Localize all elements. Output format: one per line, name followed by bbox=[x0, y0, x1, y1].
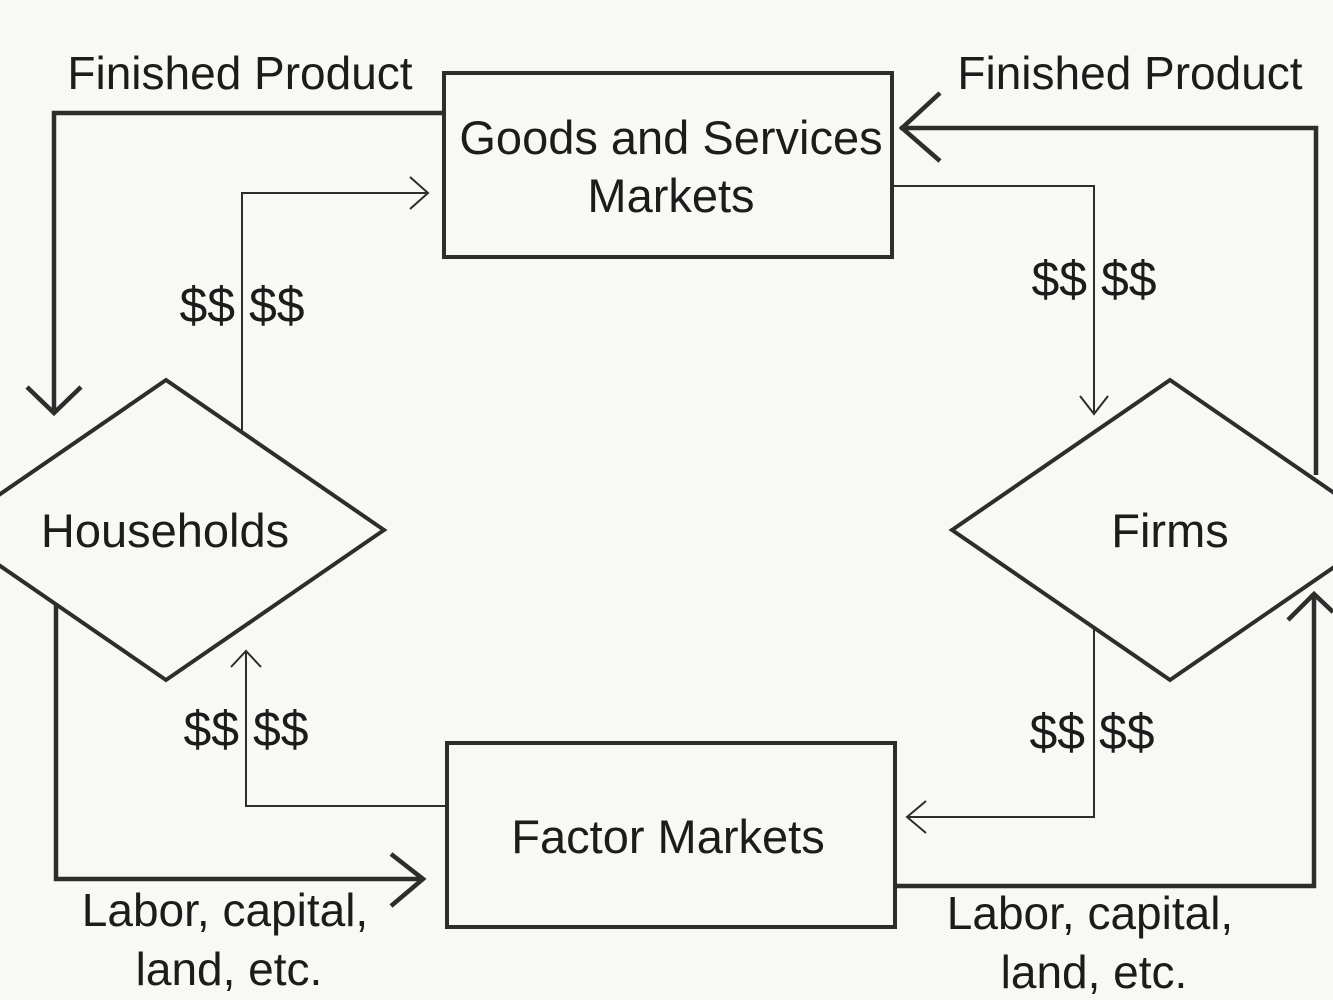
goods-services-markets-node: Goods and Services Markets bbox=[442, 71, 894, 259]
labor-left-label-line1: Labor, capital, bbox=[82, 884, 368, 936]
finished-product-to-households-arrow bbox=[25, 110, 444, 417]
households-label: Households bbox=[41, 504, 289, 557]
money-firms-to-factor-label: $$ $$ bbox=[1029, 704, 1154, 760]
money-factor-to-households-label: $$ $$ bbox=[183, 701, 308, 757]
labor-right-label-line2: land, etc. bbox=[1001, 946, 1188, 998]
firms-label: Firms bbox=[1111, 504, 1228, 557]
goods-services-markets-label-line2: Markets bbox=[587, 169, 754, 222]
goods-services-markets-label-line1: Goods and Services bbox=[459, 111, 882, 164]
labor-right-label-line1: Labor, capital, bbox=[947, 887, 1233, 939]
money-households-to-goods-arrow bbox=[241, 176, 430, 430]
firms-node: Firms bbox=[948, 377, 1333, 683]
finished-product-right-label: Finished Product bbox=[957, 47, 1302, 99]
labor-left-label-line2: land, etc. bbox=[136, 943, 323, 995]
finished-product-left-label: Finished Product bbox=[67, 47, 412, 99]
money-firms-to-factor-arrow bbox=[905, 627, 1095, 834]
factor-markets-label: Factor Markets bbox=[511, 810, 824, 863]
money-households-to-goods-label: $$ $$ bbox=[179, 277, 304, 333]
money-goods-to-firms-arrow bbox=[892, 185, 1109, 416]
money-goods-to-firms-label: $$ $$ bbox=[1031, 251, 1156, 307]
labor-households-to-factor-arrow bbox=[53, 605, 427, 908]
finished-product-from-firms-arrow bbox=[898, 91, 1319, 475]
money-factor-to-households-arrow bbox=[230, 649, 447, 807]
factor-markets-node: Factor Markets bbox=[445, 741, 897, 929]
households-node: Households bbox=[0, 377, 388, 683]
labor-factor-to-firms-arrow bbox=[895, 590, 1333, 889]
